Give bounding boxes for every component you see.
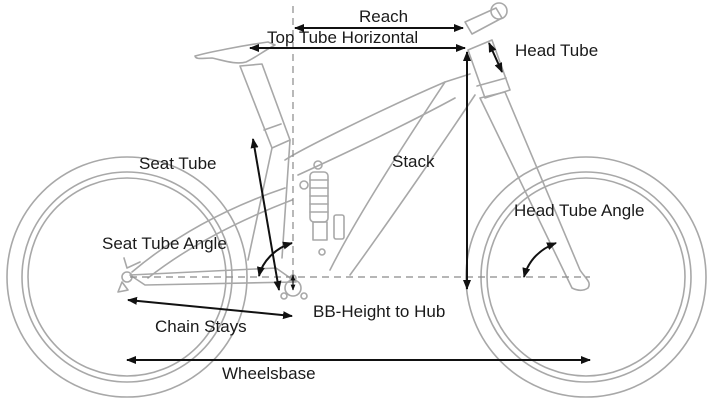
label-seat-tube: Seat Tube — [139, 154, 217, 173]
label-wheelsbase: Wheelsbase — [222, 364, 316, 383]
head-tube-angle-arrow — [522, 242, 557, 278]
head-tube — [467, 39, 511, 99]
bottom-bracket — [280, 274, 308, 300]
seat-stay — [131, 187, 293, 279]
label-bb-height-to-hub: BB-Height to Hub — [313, 302, 446, 321]
stem — [464, 7, 503, 35]
seat-tube-angle-arrow — [256, 241, 293, 277]
seat-post — [239, 63, 291, 149]
label-top-tube-horizontal: Top Tube Horizontal — [267, 28, 419, 47]
label-chain-stays: Chain Stays — [155, 317, 247, 336]
label-stack: Stack — [392, 152, 435, 171]
top-tube — [284, 73, 471, 176]
rear-shock — [299, 160, 345, 256]
rear-dropout — [117, 257, 141, 293]
head-tube-arrow — [488, 42, 503, 73]
label-seat-tube-angle: Seat Tube Angle — [102, 234, 227, 253]
handlebar — [490, 2, 508, 20]
label-head-tube-angle: Head Tube Angle — [514, 201, 645, 220]
label-head-tube: Head Tube — [515, 41, 599, 60]
chain-stay — [129, 267, 297, 286]
saddle — [194, 41, 276, 64]
fork — [479, 91, 590, 292]
down-tube — [329, 81, 476, 276]
chain-stays-arrow — [127, 296, 293, 320]
label-reach: Reach — [359, 7, 409, 26]
